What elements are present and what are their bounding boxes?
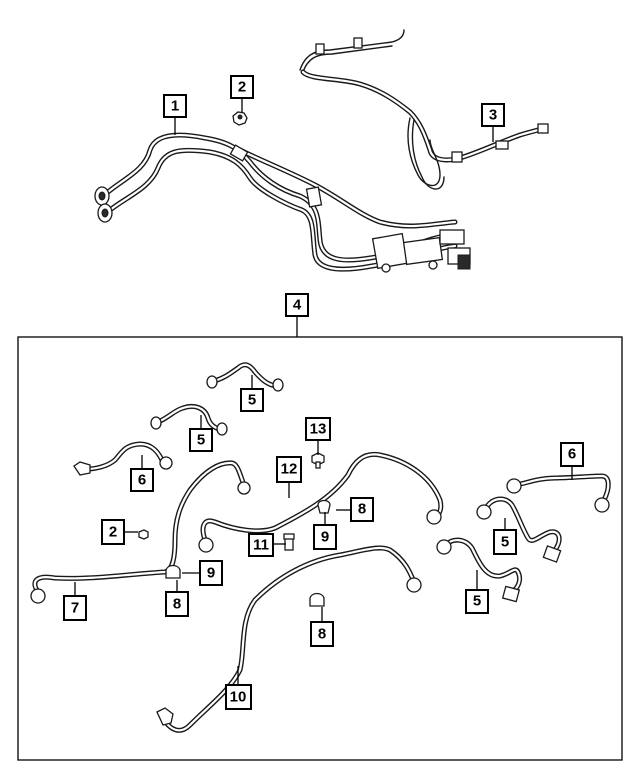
- callout-8: 8: [310, 621, 334, 647]
- callout-label: 11: [253, 537, 269, 554]
- callout-label: 4: [293, 297, 302, 314]
- callout-8: 8: [165, 591, 189, 617]
- callout-5: 5: [465, 589, 489, 614]
- callout-1: 1: [163, 94, 187, 118]
- callout-label: 13: [310, 421, 327, 438]
- callout-label: 9: [207, 565, 215, 582]
- callout-10: 10: [225, 684, 252, 710]
- callout-11: 11: [248, 533, 274, 557]
- callout-5: 5: [493, 529, 517, 555]
- callout-6: 6: [130, 468, 154, 492]
- return-line-assembly: [299, 29, 549, 190]
- callout-label: 2: [109, 524, 117, 541]
- callout-label: 8: [318, 626, 326, 643]
- callout-label: 9: [321, 529, 329, 546]
- callout-label: 5: [197, 432, 205, 449]
- callout-5: 5: [189, 428, 213, 452]
- kit-tubes: [30, 362, 611, 733]
- callout-label: 8: [173, 596, 181, 613]
- callout-label: 5: [473, 593, 481, 610]
- callout-8: 8: [350, 497, 374, 522]
- kit-frame: [17, 336, 623, 761]
- callout-13: 13: [305, 417, 331, 441]
- callout-label: 7: [71, 600, 79, 617]
- callout-12: 12: [276, 456, 302, 483]
- callout-label: 10: [230, 689, 247, 706]
- callout-label: 8: [358, 501, 366, 518]
- kit-hardware: [138, 452, 331, 607]
- callout-label: 5: [501, 534, 509, 551]
- callout-7: 7: [63, 595, 87, 621]
- callout-9: 9: [313, 524, 337, 550]
- callout-3: 3: [481, 103, 505, 127]
- fuel-line-assembly: [94, 132, 471, 273]
- callout-2: 2: [101, 519, 125, 545]
- callout-label: 6: [138, 472, 146, 489]
- callout-label: 12: [281, 461, 298, 478]
- callout-label: 3: [489, 107, 497, 124]
- callout-label: 6: [568, 446, 576, 463]
- callout-2: 2: [230, 75, 254, 99]
- callout-5: 5: [240, 388, 264, 412]
- callout-9: 9: [199, 560, 223, 586]
- callout-6: 6: [560, 442, 584, 467]
- leader-lines: [74, 98, 573, 685]
- callout-label: 5: [248, 392, 256, 409]
- callout-label: 2: [238, 79, 246, 96]
- callout-label: 1: [171, 98, 179, 115]
- callout-4: 4: [285, 293, 309, 317]
- nut-part-2: [232, 111, 248, 126]
